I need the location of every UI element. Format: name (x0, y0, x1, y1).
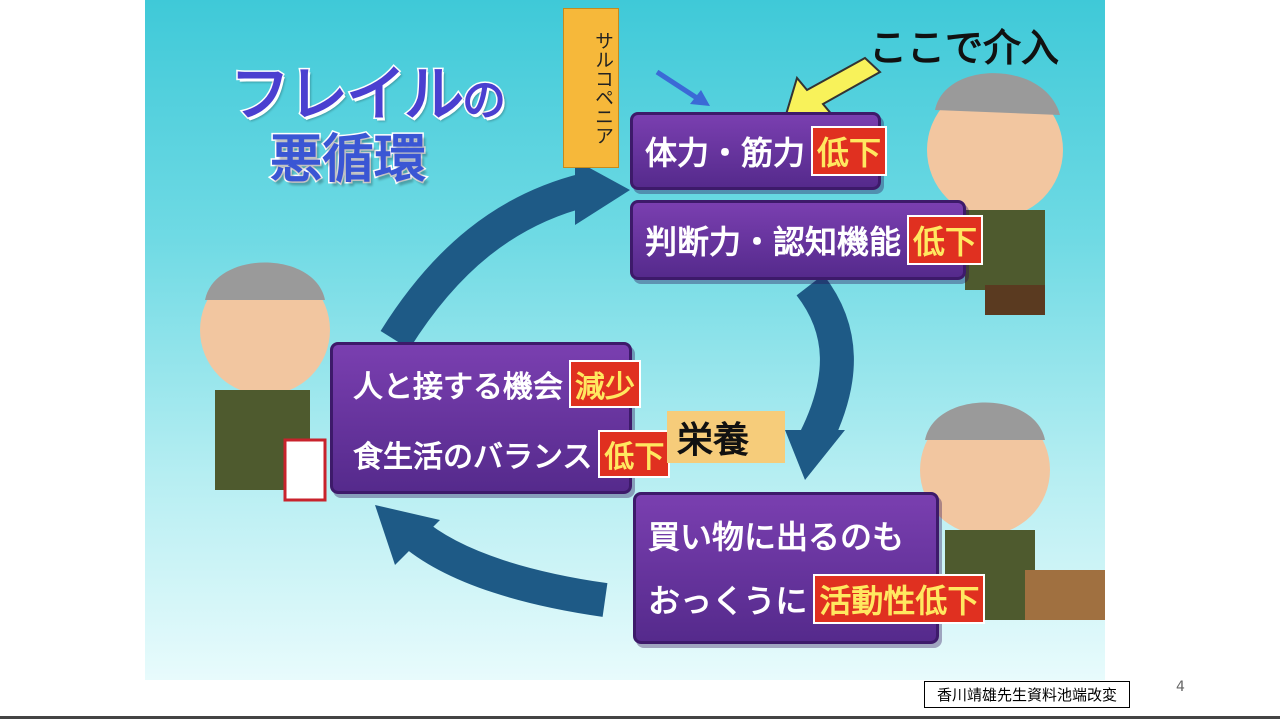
page-number: 4 (1176, 679, 1185, 695)
box-cognitive-function: 判断力・認知機能低下 (630, 200, 984, 280)
title-line2: 悪循環 (269, 130, 428, 190)
diagram-title: フレイルの 悪循環 (229, 60, 508, 190)
cycle-arrows (200, 56, 1105, 620)
box-physical-strength: 体力・筋力低下 (630, 112, 888, 190)
elderly-man-left (200, 262, 330, 502)
yellow-pointer-arrow (783, 56, 882, 120)
arrow-head-down-right (785, 430, 845, 480)
arrow-head-bottom-left (375, 505, 440, 565)
arrow-head-up-left (575, 160, 630, 225)
blue-pointer-line (655, 69, 702, 103)
footer-divider (0, 716, 1280, 719)
activity-line1: 買い物に出るのも (648, 518, 905, 556)
intervention-callout: ここで介入 (869, 26, 1060, 70)
arrow-bottom-left (398, 516, 608, 617)
box-activity-decline: 買い物に出るのも おっくうに活動性低下 (633, 492, 986, 644)
title-line1: フレイルの (229, 60, 508, 130)
nutrition-label: 栄養 (667, 411, 785, 463)
blue-pointer-head (690, 90, 710, 106)
source-credit: 香川靖雄先生資料池端改変 (924, 681, 1130, 708)
box-social-diet: 人と接する機会減少 食生活のバランス低下 (330, 342, 671, 494)
arrow-down-right (796, 274, 854, 448)
arrow-up-left (380, 173, 590, 350)
sarcopenia-label: サルコペニア (563, 8, 619, 168)
slide-illustration: フレイルの 悪循環 体力・筋力低下 判断力・認知機能低下 人と接する機会減少 食… (145, 0, 1105, 680)
